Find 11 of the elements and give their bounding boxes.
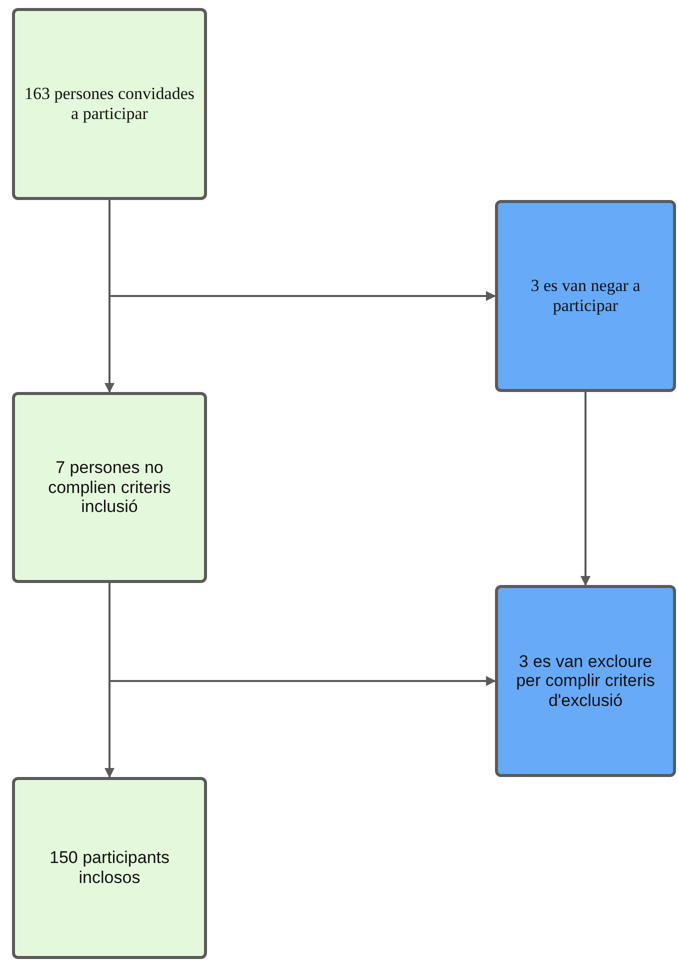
process-box: [12, 8, 207, 200]
box-label: 7 persones no complien criteris inclusió: [47, 458, 172, 517]
process-box: [495, 200, 676, 392]
box-label: 150 participants inclosos: [48, 848, 171, 888]
process-box: [12, 777, 207, 959]
arrow: [580, 392, 590, 586]
box-label: 3 es van negar a participar: [530, 276, 642, 316]
process-box: [495, 585, 676, 777]
box-label: 163 persones convidades a participar: [24, 84, 196, 124]
box-label: 3 es van excloure per complir criteris d'exclusió: [515, 652, 656, 710]
process-box: [12, 392, 207, 583]
